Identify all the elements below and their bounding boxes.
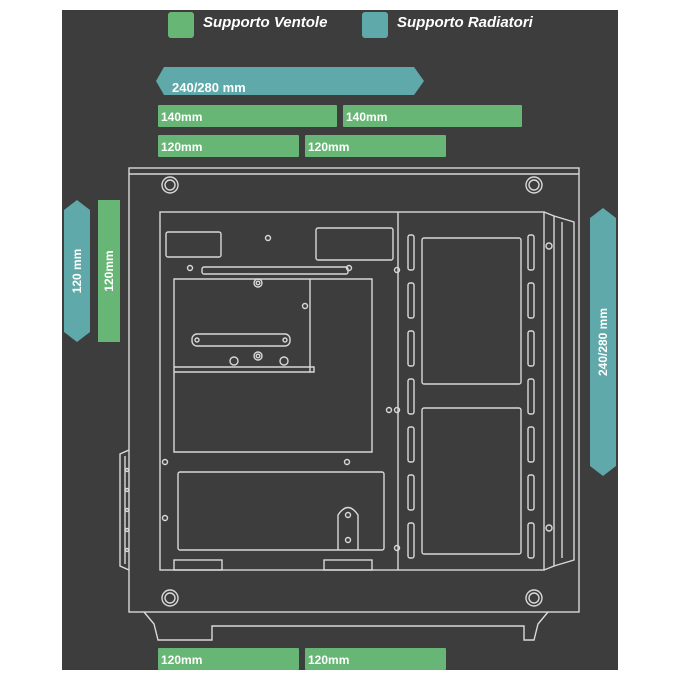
case-body — [128, 167, 580, 613]
front-radiator-bar — [590, 208, 616, 476]
bottom-fan-120-right: 120mm — [305, 648, 446, 670]
top-fan-140-left: 140mm — [158, 105, 337, 127]
legend-fan-label: Supporto Ventole — [203, 14, 328, 31]
bottom-left-hole — [161, 589, 179, 607]
bottom-right-hole — [525, 589, 543, 607]
motherboard-tray — [159, 211, 545, 571]
top-fan-120-left: 120mm — [158, 135, 299, 157]
cable-slots-left — [407, 234, 415, 559]
top-right-hole — [525, 176, 543, 194]
top-radiator-bar — [156, 67, 424, 95]
top-left-hole — [161, 176, 179, 194]
rear-radiator-bar — [64, 200, 90, 342]
drive-bay-top — [421, 237, 522, 385]
top-fan-140-right: 140mm — [343, 105, 522, 127]
legend-radiator-label: Supporto Radiatori — [397, 14, 533, 31]
diagram-background: Supporto Ventole Supporto Radiatori 240/… — [62, 10, 618, 670]
rear-fan-bar: 120mm — [98, 200, 120, 342]
rear-bracket — [119, 449, 130, 571]
top-fan-120-right: 120mm — [305, 135, 446, 157]
case-feet — [143, 611, 549, 641]
legend-radiator-swatch — [362, 12, 388, 38]
cable-slots-right — [527, 234, 535, 559]
bottom-fan-120-left: 120mm — [158, 648, 299, 670]
legend-fan-swatch — [168, 12, 194, 38]
top-radiator-label: 240/280 mm — [172, 80, 246, 95]
case-outline-drawing — [119, 167, 580, 641]
drive-bay-bottom — [421, 407, 522, 555]
